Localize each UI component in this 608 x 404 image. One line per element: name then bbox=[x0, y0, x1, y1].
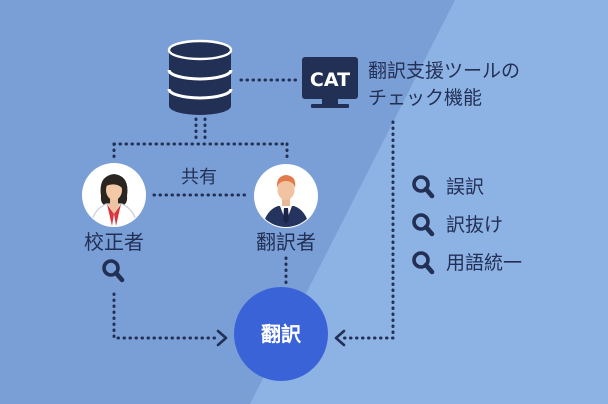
magnifier-icon bbox=[412, 213, 435, 237]
check-list: 誤訳 訳抜け 用語統一 bbox=[412, 175, 522, 275]
translator-label: 翻訳者 bbox=[256, 230, 316, 254]
cat-caption-line-2: チェック機能 bbox=[368, 87, 482, 109]
translation-node: 翻訳 bbox=[234, 287, 328, 381]
database-icon bbox=[167, 39, 233, 115]
check-item-label: 用語統一 bbox=[446, 252, 522, 274]
check-item: 訳抜け bbox=[412, 213, 503, 237]
share-label: 共有 bbox=[181, 167, 217, 188]
check-item-label: 訳抜け bbox=[446, 214, 503, 236]
magnifier-icon bbox=[102, 259, 125, 283]
arrow-right-icon bbox=[216, 329, 228, 347]
cat-caption-line-1: 翻訳支援ツールの bbox=[368, 60, 520, 82]
translator-avatar-icon bbox=[254, 164, 318, 228]
cat-caption: 翻訳支援ツールの チェック機能 bbox=[368, 60, 520, 109]
check-item-label: 誤訳 bbox=[446, 176, 484, 198]
connector-cat-translation bbox=[341, 120, 395, 340]
check-item: 誤訳 bbox=[412, 175, 484, 199]
magnifier-icon bbox=[412, 175, 435, 199]
proofreader-label: 校正者 bbox=[84, 230, 144, 254]
magnifier-icon bbox=[412, 251, 435, 275]
monitor-icon: CAT bbox=[302, 57, 358, 108]
proofreader-avatar-icon bbox=[82, 163, 146, 227]
arrow-left-icon bbox=[334, 329, 346, 347]
connector-proofreader-translation bbox=[112, 292, 222, 340]
background-light-panel bbox=[250, 0, 608, 404]
cat-screen-label: CAT bbox=[310, 69, 350, 91]
check-item: 用語統一 bbox=[412, 251, 522, 275]
connectors bbox=[112, 78, 395, 347]
translation-label: 翻訳 bbox=[261, 322, 302, 346]
